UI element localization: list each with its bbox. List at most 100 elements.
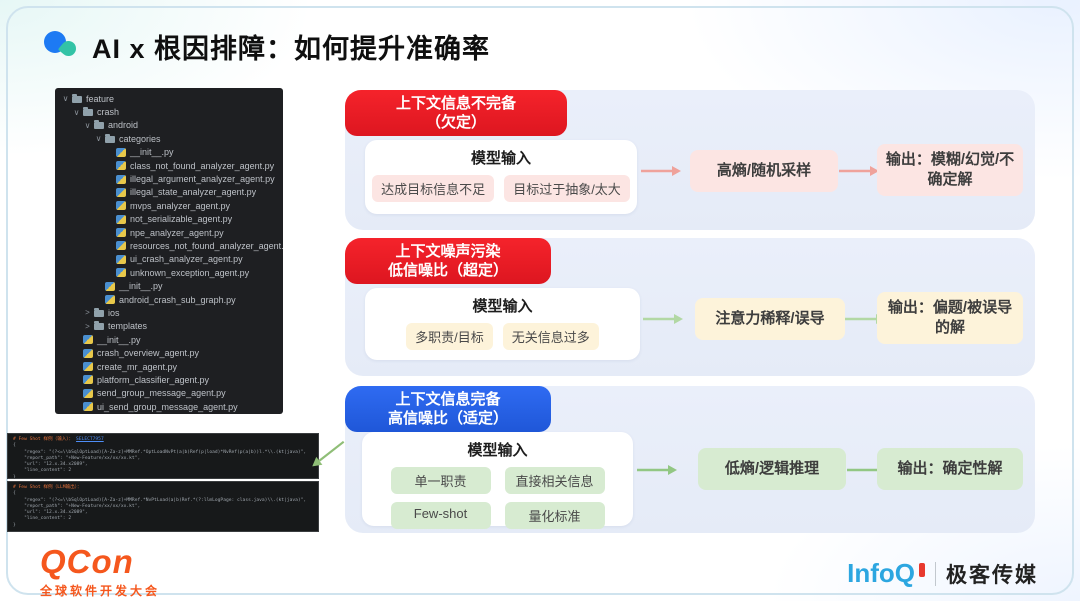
badge-line: （欠定）: [425, 114, 486, 131]
qcon-wordmark: QCon: [40, 543, 134, 580]
python-file-icon: [83, 335, 93, 345]
model-input-label: 模型输入: [470, 150, 531, 167]
input-chip: 量化标准: [504, 502, 605, 529]
tree-item-file[interactable]: illegal_state_analyzer_agent.py: [55, 186, 283, 199]
code-line: "regex": "(?<=\\bSqlOptLoad)[A-Za-z]+MMR…: [13, 449, 307, 455]
input-chip: 多职责/目标: [406, 323, 493, 350]
qcon-subtitle: 全球软件开发大会: [40, 584, 161, 598]
tree-item-label: unknown_exception_agent.py: [130, 267, 250, 278]
code-line: }: [13, 474, 16, 479]
tree-item-file[interactable]: mvps_analyzer_agent.py: [55, 199, 283, 212]
code-line: {: [13, 491, 16, 497]
infoq-subtitle: 极客传媒: [946, 563, 1038, 587]
tree-item-folder[interactable]: ∨crash: [55, 105, 283, 118]
input-chip: 直接相关信息: [504, 467, 605, 494]
chevron-icon: >: [85, 308, 90, 318]
python-file-icon: [116, 268, 126, 278]
tree-item-file[interactable]: __init__.py: [55, 146, 283, 159]
infoq-wordmark: InfoQ: [847, 558, 915, 588]
python-file-icon: [83, 388, 93, 398]
input-chip: 单一职责: [390, 467, 491, 494]
code-comment: # Few Shot 样例（输入）：: [13, 437, 77, 442]
tree-item-file[interactable]: not_serializable_agent.py: [55, 213, 283, 226]
input-chip: 达成目标信息不足: [372, 175, 495, 202]
tree-item-file[interactable]: platform_classifier_agent.py: [55, 373, 283, 386]
model-input-card: 模型输入 达成目标信息不足 目标过于抽象/太大: [365, 140, 637, 214]
folder-icon: [105, 133, 115, 143]
python-file-icon: [116, 161, 126, 171]
panel-underdetermined: 上下文信息不完备 （欠定） 模型输入 达成目标信息不足 目标过于抽象/太大 高熵…: [345, 90, 1035, 230]
tree-item-folder[interactable]: ∨ categories: [55, 132, 283, 145]
tree-item-label: crash: [97, 107, 120, 118]
code-snippet: # Few Shot 样例（输入）： SELECT7957{ "regex": …: [7, 433, 319, 479]
code-link: SELECT7957: [76, 437, 104, 442]
infoq-logo: InfoQ 极客传媒: [847, 558, 1038, 589]
process-box: 低熵/逻辑推理: [698, 448, 846, 490]
model-input-label: 模型输入: [472, 298, 533, 315]
panel-badge: 上下文信息完备 高信噪比（适定）: [345, 386, 551, 432]
tree-item-file[interactable]: unknown_exception_agent.py: [55, 266, 283, 279]
tree-item-file[interactable]: illegal_argument_analyzer_agent.py: [55, 172, 283, 185]
folder-icon: [72, 93, 82, 103]
tree-item-folder[interactable]: ∨feature: [55, 92, 283, 105]
tree-item-label: resources_not_found_analyzer_agent.py: [130, 240, 283, 251]
python-file-icon: [83, 362, 93, 371]
tree-item-label: npe_analyzer_agent.py: [130, 227, 224, 238]
tree-item-label: categories: [119, 133, 161, 144]
tree-item-label: illegal_state_analyzer_agent.py: [130, 187, 257, 198]
arrow-to-code-icon: [312, 440, 345, 467]
model-input-card: 模型输入 单一职责 直接相关信息 Few-shot 量化标准: [362, 432, 633, 529]
python-file-icon: [83, 348, 93, 358]
flow-arrow-icon: [643, 314, 683, 324]
tree-item-file[interactable]: resources_not_found_analyzer_agent.py: [55, 239, 283, 252]
badge-line: 低信噪比（超定）: [387, 262, 508, 279]
panel-wellposed: 上下文信息完备 高信噪比（适定） 模型输入 单一职责 直接相关信息 Few-sh…: [345, 386, 1035, 533]
page-title: AI x 根因排障：如何提升准确率: [92, 34, 491, 64]
footer-divider: [935, 561, 936, 586]
chevron-icon: >: [85, 321, 90, 331]
flow-arrow-icon: [641, 166, 681, 176]
tree-item-file[interactable]: crash_overview_agent.py: [55, 346, 283, 359]
tree-item-label: not_serializable_agent.py: [130, 214, 233, 225]
process-box: 注意力稀释/误导: [695, 298, 845, 340]
tree-item-label: android: [108, 120, 139, 131]
tree-item-file[interactable]: npe_analyzer_agent.py: [55, 226, 283, 239]
python-file-icon: [116, 174, 126, 184]
panel-badge: 上下文噪声污染 低信噪比（超定）: [345, 238, 551, 284]
code-line: "report_path": "+New-Feature/xx/xx/xx.kt…: [13, 455, 141, 461]
python-file-icon: [83, 402, 93, 412]
tree-item-folder[interactable]: >ios: [55, 306, 283, 319]
code-line: "line_content": 2: [13, 516, 72, 522]
tree-item-file[interactable]: ui_crash_analyzer_agent.py: [55, 253, 283, 266]
tree-item-folder[interactable]: ∨android: [55, 119, 283, 132]
model-input-label: 模型输入: [467, 442, 528, 459]
tree-item-file[interactable]: ui_send_group_message_agent.py: [55, 400, 283, 413]
tree-item-file[interactable]: __init__.py: [55, 279, 283, 292]
chevron-icon: ∨: [95, 134, 102, 144]
tree-item-file[interactable]: class_not_found_analyzer_agent.py: [55, 159, 283, 172]
code-snippet: # Few Shot 样例（LLM输出）： { "regex": "(?<=\\…: [7, 481, 319, 532]
tree-item-file[interactable]: __init__.py: [55, 333, 283, 346]
tree-item-label: ui_crash_analyzer_agent.py: [130, 254, 243, 265]
tree-item-label: create_mr_agent.py: [97, 361, 178, 372]
tree-item-file[interactable]: send_group_message_agent.py: [55, 387, 283, 400]
output-box: 输出：模糊/幻觉/不确定解: [877, 144, 1023, 196]
tree-item-file[interactable]: create_mr_agent.py: [55, 360, 283, 373]
tree-item-label: send_group_message_agent.py: [97, 388, 226, 399]
tree-item-label: class_not_found_analyzer_agent.py: [130, 160, 275, 171]
flow-arrow-icon: [637, 465, 677, 475]
code-line: "report_path": "+New-Feature/xx/xx/xx.kt…: [13, 503, 141, 509]
python-file-icon: [116, 201, 126, 211]
ide-file-tree: ∨feature∨crash∨android ∨ categories __init_…: [55, 88, 283, 414]
code-line: }: [13, 522, 16, 528]
tree-item-label: mvps_analyzer_agent.py: [130, 200, 231, 211]
tree-item-folder[interactable]: >templates: [55, 320, 283, 333]
tree-item-label: illegal_argument_analyzer_agent.py: [130, 174, 275, 185]
tree-item-label: __init__.py: [97, 334, 141, 345]
tree-item-label: __init__.py: [119, 281, 163, 292]
badge-line: 高信噪比（适定）: [387, 410, 508, 427]
folder-icon: [94, 120, 104, 130]
code-line: "regex": "(?<=\\bSqlOptLoad)[A-Za-z]+MMR…: [13, 497, 307, 503]
tree-item-file[interactable]: android_crash_sub_graph.py: [55, 293, 283, 306]
